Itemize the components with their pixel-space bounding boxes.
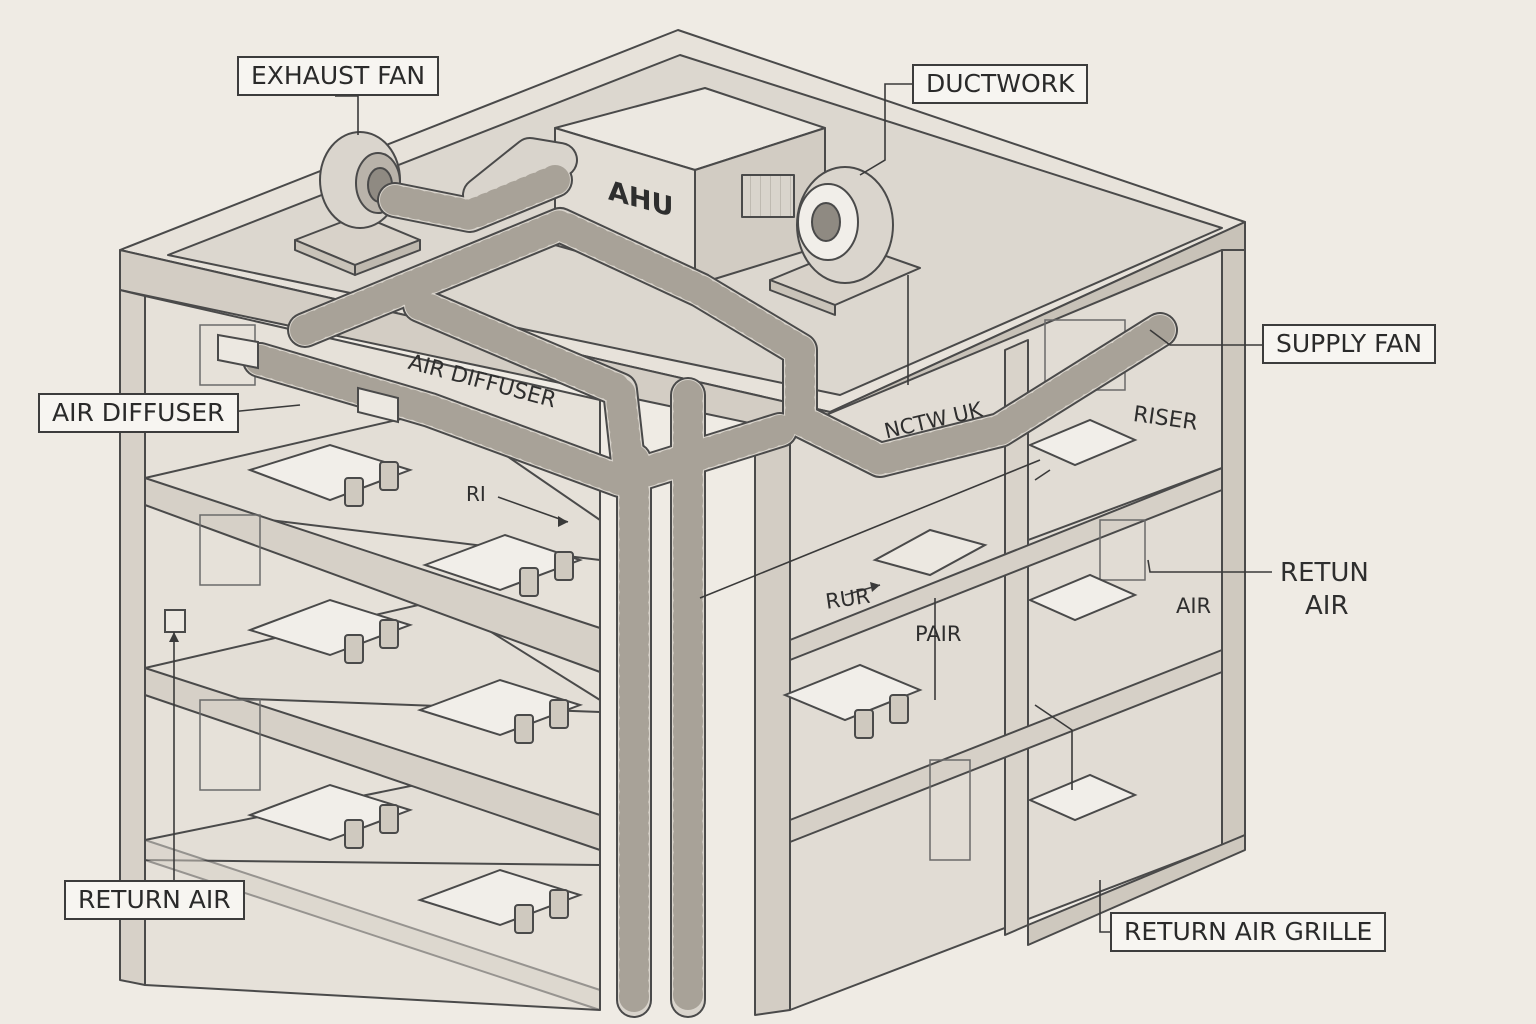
chair xyxy=(344,634,364,664)
chair xyxy=(514,904,534,934)
desk xyxy=(422,533,583,592)
return-air-grille xyxy=(164,609,186,633)
chair xyxy=(379,804,399,834)
right-slab-2 xyxy=(789,649,1223,843)
air-diffusers xyxy=(164,333,988,633)
ductwork-pipes xyxy=(242,137,1178,1018)
label-retun-air: AIR xyxy=(1305,591,1349,621)
chair xyxy=(379,461,399,491)
central-core xyxy=(754,429,791,1016)
chair xyxy=(379,619,399,649)
floor-slabs-right xyxy=(789,467,1223,843)
desk xyxy=(246,783,414,842)
label-return-air: RETURN AIR xyxy=(64,880,245,920)
label-retun: RETUN xyxy=(1280,558,1369,588)
ri-label: RI xyxy=(466,482,486,506)
desk xyxy=(416,678,584,737)
office-furniture xyxy=(246,418,1138,934)
label-exhaust-fan: EXHAUST FAN xyxy=(237,56,440,96)
desk xyxy=(1027,773,1138,822)
chair xyxy=(554,551,574,581)
ceiling-diffuser xyxy=(872,528,988,577)
label-supply-fan: SUPPLY FAN xyxy=(1262,324,1437,364)
pair-label: PAIR xyxy=(915,622,962,646)
chair xyxy=(549,889,569,919)
desk xyxy=(416,868,584,927)
window-b xyxy=(199,514,261,586)
desk xyxy=(246,443,414,502)
chair xyxy=(854,709,874,739)
right-slab-3 xyxy=(789,467,1223,661)
chair xyxy=(344,477,364,507)
slab-edge-3 xyxy=(144,477,601,673)
label-air-diffuser: AIR DIFFUSER xyxy=(38,393,239,433)
chair xyxy=(519,567,539,597)
ground-step xyxy=(1027,834,1246,946)
chair xyxy=(889,694,909,724)
arrowheads xyxy=(169,516,880,642)
air-diffuser-grille xyxy=(357,386,399,424)
air-small-label: AIR xyxy=(1176,594,1212,618)
air-diffuser-grille xyxy=(217,333,259,370)
chair xyxy=(514,714,534,744)
desk xyxy=(782,663,923,722)
label-ductwork: DUCTWORK xyxy=(912,64,1089,104)
slab-edge-2 xyxy=(144,667,601,851)
desk xyxy=(246,598,414,657)
right-slab-line xyxy=(1027,467,1223,541)
desk xyxy=(1027,418,1138,467)
slab-edge-1 xyxy=(144,839,601,1011)
windows xyxy=(199,319,1146,861)
desk xyxy=(1027,573,1138,622)
window-e xyxy=(1099,519,1146,581)
window-c xyxy=(199,699,261,791)
label-return-air-grille: RETURN AIR GRILLE xyxy=(1110,912,1387,952)
right-outer-wall xyxy=(1221,249,1246,846)
leader-lines xyxy=(173,83,1272,933)
door xyxy=(929,759,971,861)
supply-fan-duct xyxy=(741,174,795,218)
chair xyxy=(549,699,569,729)
chair xyxy=(344,819,364,849)
